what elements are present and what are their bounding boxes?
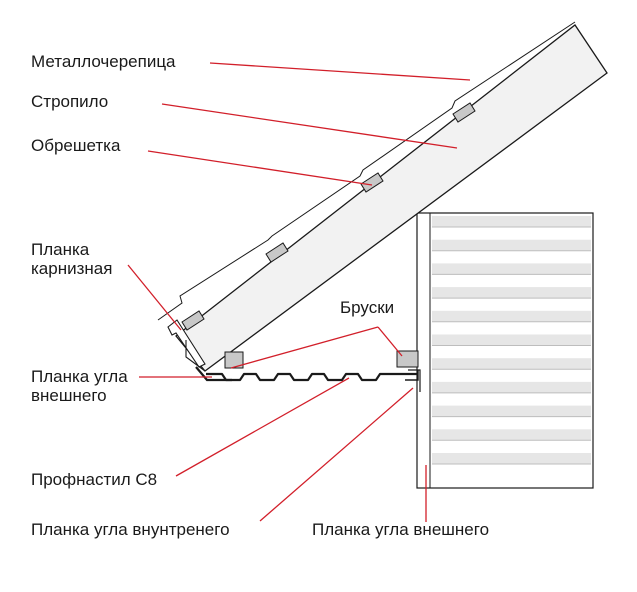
eave-strip-edge	[185, 340, 206, 372]
outer-corner-strip-right	[408, 369, 421, 392]
label-inner-corner-strip: Планка угла внунтренего	[31, 520, 230, 539]
leader-rafter	[161, 103, 458, 149]
leader-batten	[147, 150, 373, 186]
batten-1	[181, 310, 205, 331]
label-batten: Обрешетка	[31, 136, 121, 155]
leader-profiled-sheet	[175, 377, 350, 477]
bar-right	[396, 350, 419, 368]
leader-inner-corner	[259, 387, 414, 522]
siding-band	[432, 453, 591, 464]
siding-band	[432, 216, 591, 227]
siding-band	[432, 310, 591, 322]
siding-band	[432, 334, 591, 346]
battens	[181, 102, 476, 331]
wall-siding-panels	[432, 216, 591, 465]
siding-band	[432, 405, 591, 417]
siding-band	[432, 287, 591, 299]
label-outer-corner-strip-right: Планка угла внешнего	[312, 520, 490, 539]
leader-metal-tile	[209, 62, 471, 81]
leader-bar-left	[230, 326, 379, 369]
label-eave-strip: Планка карнизная	[31, 240, 113, 278]
siding-band	[432, 381, 591, 393]
label-outer-corner-strip-left: Планка угла внешнего	[31, 367, 128, 405]
inner-corner-strip	[405, 370, 419, 381]
siding-band	[432, 358, 591, 370]
metal-tile	[157, 21, 576, 321]
siding-band	[432, 429, 591, 441]
wall	[416, 212, 594, 489]
leader-eave-strip	[127, 264, 182, 331]
outer-corner-strip-left	[195, 366, 232, 382]
label-rafter: Стропило	[31, 92, 109, 111]
batten-3	[360, 172, 384, 193]
bar-left	[224, 351, 244, 369]
label-metal-tile: Металлочерепица	[31, 52, 176, 71]
batten-4	[452, 102, 476, 123]
label-profiled-sheet: Профнастил С8	[31, 470, 158, 489]
leader-bar-right	[377, 326, 403, 357]
wall-outline	[416, 212, 594, 489]
siding-band	[432, 263, 591, 275]
batten-2	[265, 242, 289, 263]
leader-lines	[127, 62, 471, 522]
siding-band	[432, 239, 591, 251]
label-bars: Бруски	[340, 298, 395, 317]
profiled-sheet-c8	[206, 372, 418, 382]
